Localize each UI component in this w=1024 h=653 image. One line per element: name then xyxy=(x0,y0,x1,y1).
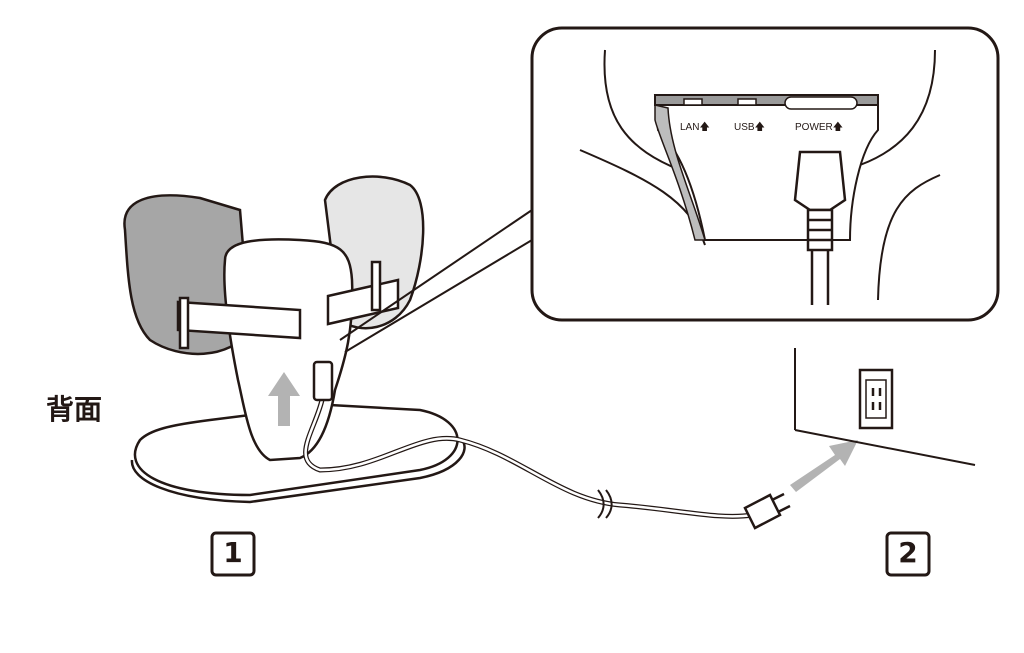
step2-box xyxy=(885,531,931,577)
insert-arrow xyxy=(268,372,300,426)
up-arrow-icon: 🡅 xyxy=(832,122,844,133)
step1-number: 1 xyxy=(223,536,243,569)
device-plug xyxy=(312,360,334,402)
up-arrow-icon: 🡅 xyxy=(699,122,710,133)
wall-outlet xyxy=(858,368,894,430)
port-label-usb: USB🡅 xyxy=(734,120,765,137)
usb-label: USB xyxy=(734,122,755,133)
lan-label: LAN xyxy=(680,122,700,133)
power-label: POWER xyxy=(795,122,833,133)
power-connector xyxy=(793,150,847,305)
step2-number: 2 xyxy=(898,536,918,569)
detail-callout xyxy=(530,26,1000,322)
port-label-power: POWER🡅 xyxy=(795,120,843,137)
plug-in-arrow xyxy=(790,440,858,492)
step1-box xyxy=(210,531,256,577)
wall xyxy=(794,348,976,466)
up-arrow-icon: 🡅 xyxy=(754,122,765,133)
wall-plug xyxy=(743,492,791,530)
back-side-label: 背面 xyxy=(46,393,103,426)
port-label-lan: LAN🡅 xyxy=(680,120,710,137)
